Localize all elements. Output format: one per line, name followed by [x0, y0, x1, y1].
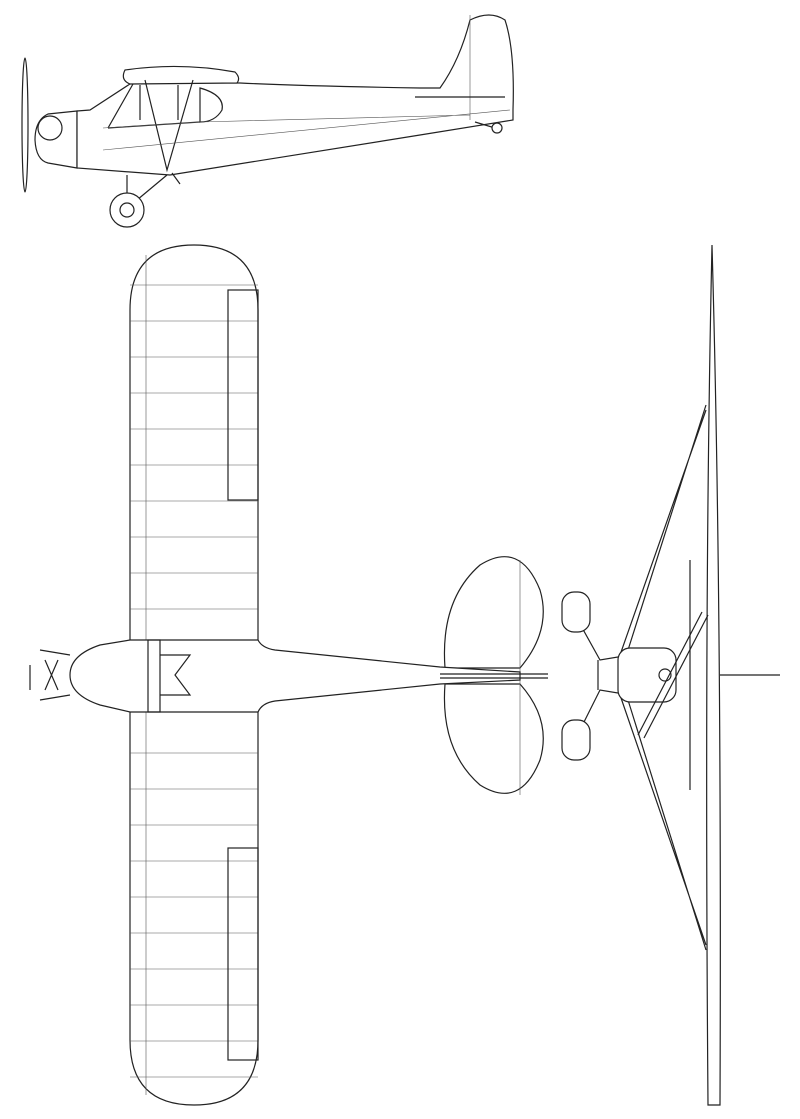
wing-root [122, 65, 240, 85]
propeller [21, 57, 29, 193]
rudder-top [440, 673, 548, 679]
tail-wheel [491, 122, 503, 134]
engine-cowling [34, 110, 78, 169]
propeller-front-2 [643, 614, 709, 739]
fuselage-lines [102, 15, 511, 151]
fuselage-top [69, 639, 521, 713]
struts [619, 404, 707, 951]
wheel-lower [561, 719, 591, 761]
wheel-upper [561, 591, 591, 633]
side-view [21, 14, 514, 228]
cabin-top [147, 639, 161, 713]
cowling-front [617, 647, 677, 703]
wing-strut [144, 79, 194, 173]
cabin-frame [107, 83, 201, 129]
top-view [29, 244, 548, 1106]
stabilizer-lower [443, 683, 544, 794]
aileron-upper [227, 289, 259, 501]
cabin-x [160, 654, 192, 696]
front-view [561, 244, 780, 1106]
fuselage [76, 14, 514, 176]
wing-front [706, 244, 721, 1106]
engine-detail [37, 115, 63, 141]
spinner [658, 668, 672, 682]
stabilizer-upper [443, 556, 544, 669]
aileron-lower [227, 847, 259, 1061]
main-wheel [109, 192, 145, 228]
engine-top [39, 649, 71, 701]
wing-ribs [130, 284, 258, 1078]
window-rear [199, 87, 223, 123]
propeller-front [637, 611, 703, 736]
main-wheel-hub [119, 202, 135, 218]
